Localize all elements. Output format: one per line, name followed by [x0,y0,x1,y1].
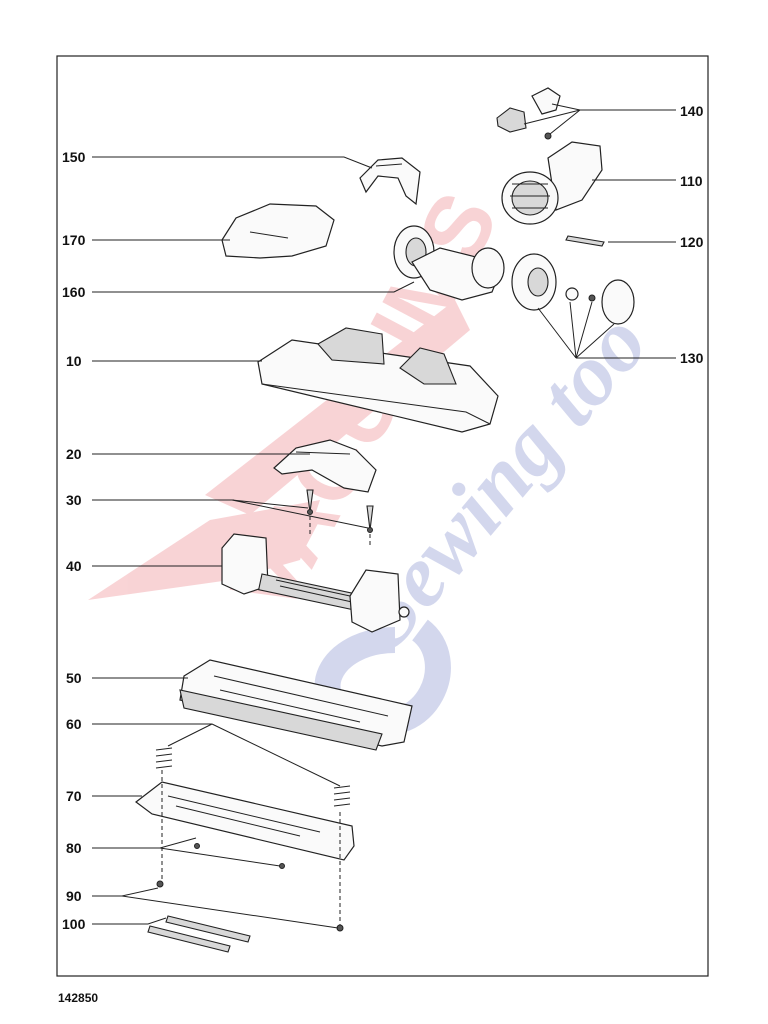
callout-140: 140 [680,103,704,119]
callout-80: 80 [66,840,82,856]
document-id: 142850 [58,991,99,1005]
callout-40: 40 [66,558,82,574]
callout-30: 30 [66,492,82,508]
callout-170: 170 [62,232,86,248]
part-70-sole-plate [135,781,355,861]
callout-110: 110 [680,173,703,189]
part-140-clips [496,87,561,140]
part-80-screws [194,843,285,869]
part-90-screws [156,880,344,932]
callout-50: 50 [66,670,82,686]
part-30-screws [306,489,374,533]
part-40-brush-roll [221,533,410,633]
part-130-wheel-set [511,253,635,325]
part-100-strips [147,915,251,953]
callout-10: 10 [66,353,82,369]
part-110-swivel-neck [501,141,603,225]
diagram-frame [56,55,709,977]
part-120-axle-pin [565,235,605,247]
part-150-cover [359,157,421,206]
callout-150: 150 [62,149,86,165]
leader-lines [92,103,676,929]
callout-60: 60 [66,716,82,732]
watermark-red-bar [205,300,470,515]
watermark-red-swoosh [88,500,320,600]
part-160-chassis [393,225,505,301]
part-20-bracket [273,439,377,493]
part-10-housing [257,327,499,433]
callout-120: 120 [680,234,704,250]
callout-130: 130 [680,350,704,366]
callout-160: 160 [62,284,86,300]
callout-90: 90 [66,888,82,904]
callout-20: 20 [66,446,82,462]
callout-labels: 140 150 110 170 120 160 10 130 20 30 40 … [62,103,704,932]
callout-70: 70 [66,788,82,804]
assembly-guides [161,516,371,926]
part-170-top-cap [221,203,335,259]
part-50-base-plate [179,659,413,751]
callout-100: 100 [62,916,86,932]
part-60-springs [155,747,351,807]
